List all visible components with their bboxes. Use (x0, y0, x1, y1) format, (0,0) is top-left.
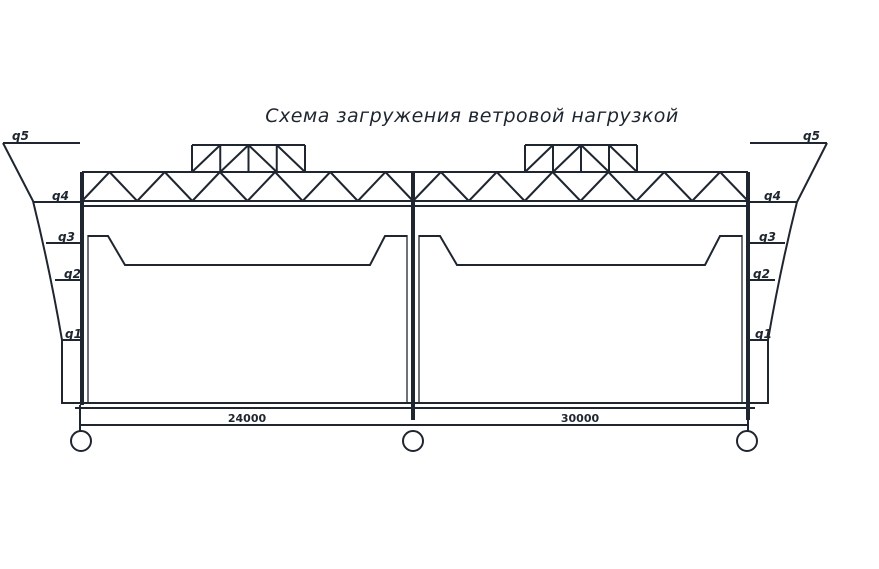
roof-trusses (81, 144, 749, 207)
truss-diagonal (246, 171, 276, 202)
span-dimension-2: 30000 (561, 412, 600, 425)
wind-label-right-q2: q2 (753, 267, 770, 281)
columns (75, 172, 755, 420)
dimension-line (79, 405, 749, 431)
truss-diagonal (329, 171, 359, 202)
truss-diagonal (440, 171, 470, 202)
truss-diagonal (691, 171, 721, 202)
truss-diagonal (663, 171, 693, 202)
axis-marker-2 (402, 430, 424, 452)
lantern-diagonal (608, 144, 638, 173)
truss-diagonal (164, 171, 194, 202)
wind-label-left-q1: q1 (65, 327, 82, 341)
wind-label-left-q5: q5 (12, 129, 29, 143)
truss-diagonal (108, 171, 138, 202)
truss-diagonal (607, 171, 638, 202)
span-dimension-1: 24000 (228, 412, 267, 425)
lantern-diagonal (580, 144, 610, 173)
truss-diagonal (496, 171, 526, 202)
lantern-diagonal (276, 144, 306, 173)
truss-diagonal (579, 171, 610, 202)
wind-label-right-q1: q1 (755, 327, 772, 341)
axis-marker-3 (736, 430, 758, 452)
truss-diagonal (719, 171, 749, 202)
truss-diagonal (635, 171, 665, 202)
wind-label-left-q4: q4 (52, 189, 69, 203)
crane-runway (88, 235, 742, 266)
truss-diagonal (523, 171, 554, 202)
truss-diagonal (191, 171, 221, 202)
wind-label-right-q4: q4 (764, 189, 781, 203)
truss-diagonal (412, 171, 442, 202)
wind-label-right-q5: q5 (803, 129, 820, 143)
truss-diagonal (301, 171, 331, 202)
truss-diagonal (357, 171, 387, 202)
lantern-diagonal (247, 144, 278, 173)
truss-diagonal (219, 171, 249, 202)
lantern-diagonal (552, 144, 582, 173)
lantern-diagonal (524, 144, 554, 173)
diagram-title: Схема загружения ветровой нагрузкой (265, 105, 679, 127)
wind-label-left-q2: q2 (64, 267, 81, 281)
truss-diagonal (81, 171, 111, 202)
truss-diagonal (384, 171, 414, 202)
wind-load-left (2, 142, 80, 404)
lantern-diagonal (191, 144, 221, 173)
lantern-diagonal (219, 144, 250, 173)
truss-diagonal (274, 171, 304, 202)
wind-load-right (750, 142, 828, 404)
truss-diagonal (468, 171, 498, 202)
wind-label-left-q3: q3 (58, 230, 75, 244)
wind-label-right-q3: q3 (759, 230, 776, 244)
axis-marker-1 (70, 430, 92, 452)
truss-diagonal (551, 171, 582, 202)
truss-diagonal (136, 171, 166, 202)
